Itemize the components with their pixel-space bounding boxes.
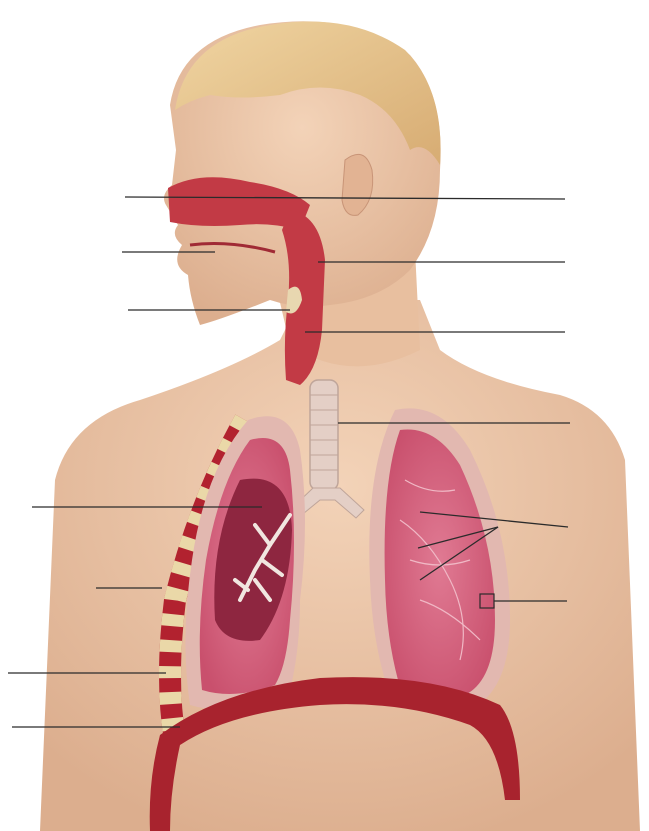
trachea xyxy=(310,380,338,490)
torso xyxy=(40,300,640,831)
